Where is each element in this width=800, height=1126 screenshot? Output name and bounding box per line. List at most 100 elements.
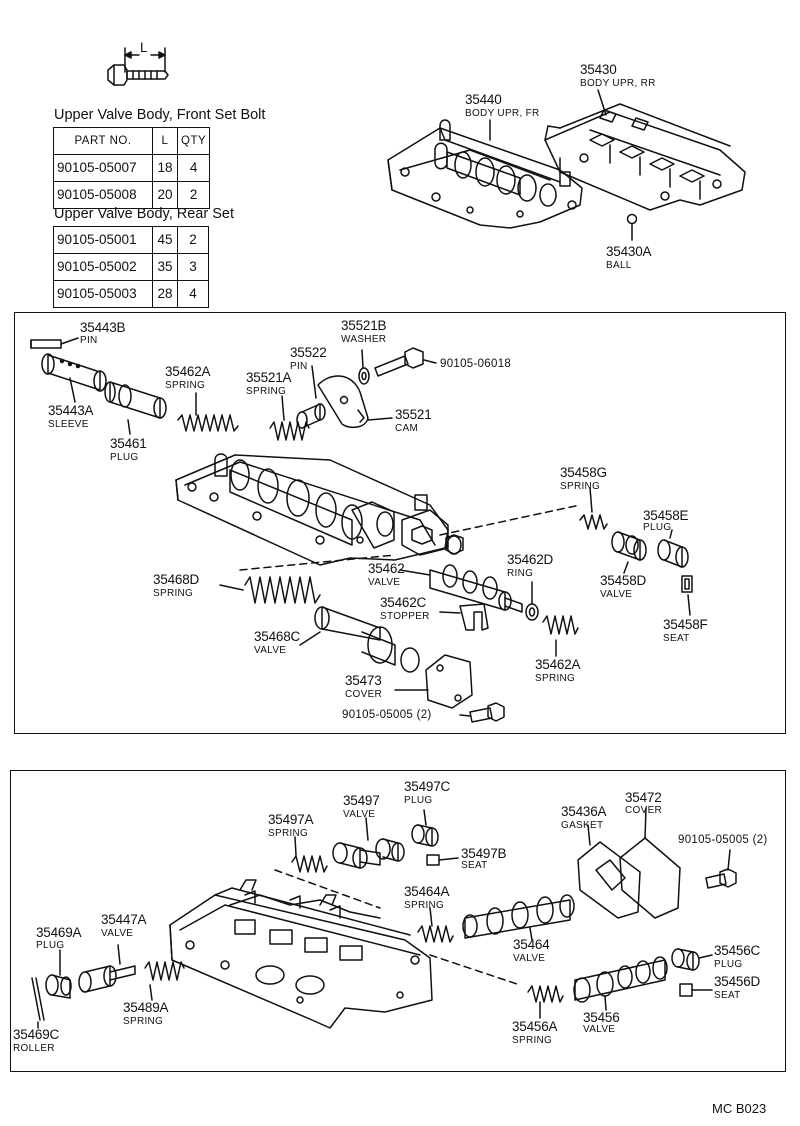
table-row: 90105-05003 28 4 bbox=[53, 280, 209, 308]
length-cell: 35 bbox=[152, 253, 178, 281]
part-number-label: 35443B bbox=[80, 320, 126, 335]
part-number-label: 35462A bbox=[165, 364, 211, 379]
header-l: L bbox=[152, 127, 178, 155]
length-cell: 28 bbox=[152, 280, 178, 308]
part-number-label: 35497 bbox=[343, 793, 380, 808]
qty-cell: 4 bbox=[176, 154, 211, 182]
part-name-label: SEAT bbox=[714, 990, 741, 1001]
part-name-label: RING bbox=[507, 568, 534, 579]
part-name-label: STOPPER bbox=[380, 611, 430, 622]
part-no-cell: 90105-05003 bbox=[53, 280, 153, 308]
part-name-label: VALVE bbox=[513, 953, 546, 964]
part-name-label: SEAT bbox=[461, 860, 488, 871]
part-number-label: 90105-05005 (2) bbox=[678, 834, 768, 846]
part-number-label: 90105-06018 bbox=[440, 358, 512, 370]
part-number-label: 35456 bbox=[583, 1010, 620, 1025]
part-number-label: 35456A bbox=[512, 1019, 558, 1034]
part-name-label: SPRING bbox=[404, 900, 445, 911]
part-name-label: SEAT bbox=[663, 633, 690, 644]
part-number-label: 35464 bbox=[513, 937, 550, 952]
part-no-cell: 90105-05002 bbox=[53, 253, 153, 281]
qty-cell: 2 bbox=[177, 226, 209, 254]
part-name-label: BODY UPR, RR bbox=[580, 78, 656, 89]
part-number-label: 35462 bbox=[368, 561, 405, 576]
part-number-label: 35497B bbox=[461, 846, 507, 861]
part-number-label: 35456C bbox=[714, 943, 761, 958]
part-number-label: 35489A bbox=[123, 1000, 169, 1015]
part-name-label: SPRING bbox=[246, 386, 287, 397]
part-number-label: 35521B bbox=[341, 318, 387, 333]
part-number-label: 35464A bbox=[404, 884, 450, 899]
table-row: 90105-05001 45 2 bbox=[53, 226, 209, 254]
part-name-label: PLUG bbox=[404, 795, 433, 806]
lower-valve-body-drawing bbox=[169, 879, 433, 1029]
length-cell: 20 bbox=[152, 181, 178, 209]
part-number-label: 35468D bbox=[153, 572, 200, 587]
part-name-label: VALVE bbox=[101, 928, 134, 939]
table-header-row: PART NO. L QTY bbox=[53, 127, 211, 155]
part-name-label: WASHER bbox=[341, 334, 387, 345]
part-number-label: 35462A bbox=[535, 657, 581, 672]
part-name-label: PIN bbox=[290, 361, 308, 372]
part-number-label: 35430 bbox=[580, 62, 617, 77]
part-number-label: 35462C bbox=[380, 595, 427, 610]
lower-assembly-frame bbox=[10, 770, 786, 1072]
part-name-label: BODY UPR, FR bbox=[465, 108, 540, 119]
part-name-label: PLUG bbox=[714, 959, 743, 970]
body-upr-fr-drawing bbox=[387, 119, 583, 229]
length-cell: 45 bbox=[152, 226, 178, 254]
part-number-label: 35458E bbox=[643, 508, 689, 523]
diagram-code: MC B023 bbox=[712, 1101, 767, 1116]
part-name-label: PLUG bbox=[643, 522, 672, 533]
part-name-label: GASKET bbox=[561, 820, 604, 831]
part-no-cell: 90105-05001 bbox=[53, 226, 153, 254]
part-name-label: VALVE bbox=[254, 645, 287, 656]
qty-cell: 4 bbox=[177, 280, 209, 308]
part-name-label: BALL bbox=[606, 260, 632, 271]
part-name-label: SPRING bbox=[153, 588, 194, 599]
part-number-label: 35462D bbox=[507, 552, 554, 567]
table-row: 90105-05007 18 4 bbox=[53, 154, 211, 182]
part-number-label: 35430A bbox=[606, 244, 652, 259]
part-number-label: 35469C bbox=[13, 1027, 60, 1042]
bolt-dimension-drawing bbox=[107, 47, 169, 86]
spring-35462a-upper bbox=[177, 414, 239, 432]
body-upr-rr-drawing bbox=[544, 103, 746, 211]
part-name-label: SLEEVE bbox=[48, 419, 89, 430]
part-name-label: ROLLER bbox=[13, 1043, 55, 1054]
part-number-label: 35458F bbox=[663, 617, 708, 632]
part-number-label: 35447A bbox=[101, 912, 147, 927]
part-number-label: 35472 bbox=[625, 790, 662, 805]
front-set-bolt-table: PART NO. L QTY 90105-05007 18 4 90105-05… bbox=[53, 127, 211, 209]
part-name-label: SPRING bbox=[512, 1035, 553, 1046]
part-no-cell: 90105-05008 bbox=[53, 181, 153, 209]
part-number-label: 35522 bbox=[290, 345, 327, 360]
part-number-label: 35521 bbox=[395, 407, 432, 422]
part-name-label: SPRING bbox=[560, 481, 601, 492]
part-number-label: 90105-05005 (2) bbox=[342, 709, 432, 721]
part-number-label: 35497A bbox=[268, 812, 314, 827]
part-number-label: 35456D bbox=[714, 974, 761, 989]
part-name-label: PLUG bbox=[36, 940, 65, 951]
part-name-label: SPRING bbox=[123, 1016, 164, 1027]
table-row: 90105-05008 20 2 bbox=[53, 181, 211, 209]
part-number-label: 35458G bbox=[560, 465, 607, 480]
part-name-label: SPRING bbox=[535, 673, 576, 684]
part-number-label: 35461 bbox=[110, 436, 147, 451]
part-number-label: 35497C bbox=[404, 779, 451, 794]
part-name-label: COVER bbox=[625, 805, 663, 816]
part-number-label: 35521A bbox=[246, 370, 292, 385]
part-number-label: 35473 bbox=[345, 673, 382, 688]
rear-set-bolt-table: 90105-05001 45 2 90105-05002 35 3 90105-… bbox=[53, 226, 209, 308]
middle-assembly-frame bbox=[14, 312, 786, 734]
part-name-label: VALVE bbox=[600, 589, 633, 600]
part-name-label: VALVE bbox=[368, 577, 401, 588]
qty-cell: 3 bbox=[177, 253, 209, 281]
part-number-label: 35436A bbox=[561, 804, 607, 819]
table-row: 90105-05002 35 3 bbox=[53, 253, 209, 281]
middle-valve-body-drawing bbox=[175, 453, 464, 566]
part-number-label: 35440 bbox=[465, 92, 502, 107]
part-name-label: PLUG bbox=[110, 452, 139, 463]
